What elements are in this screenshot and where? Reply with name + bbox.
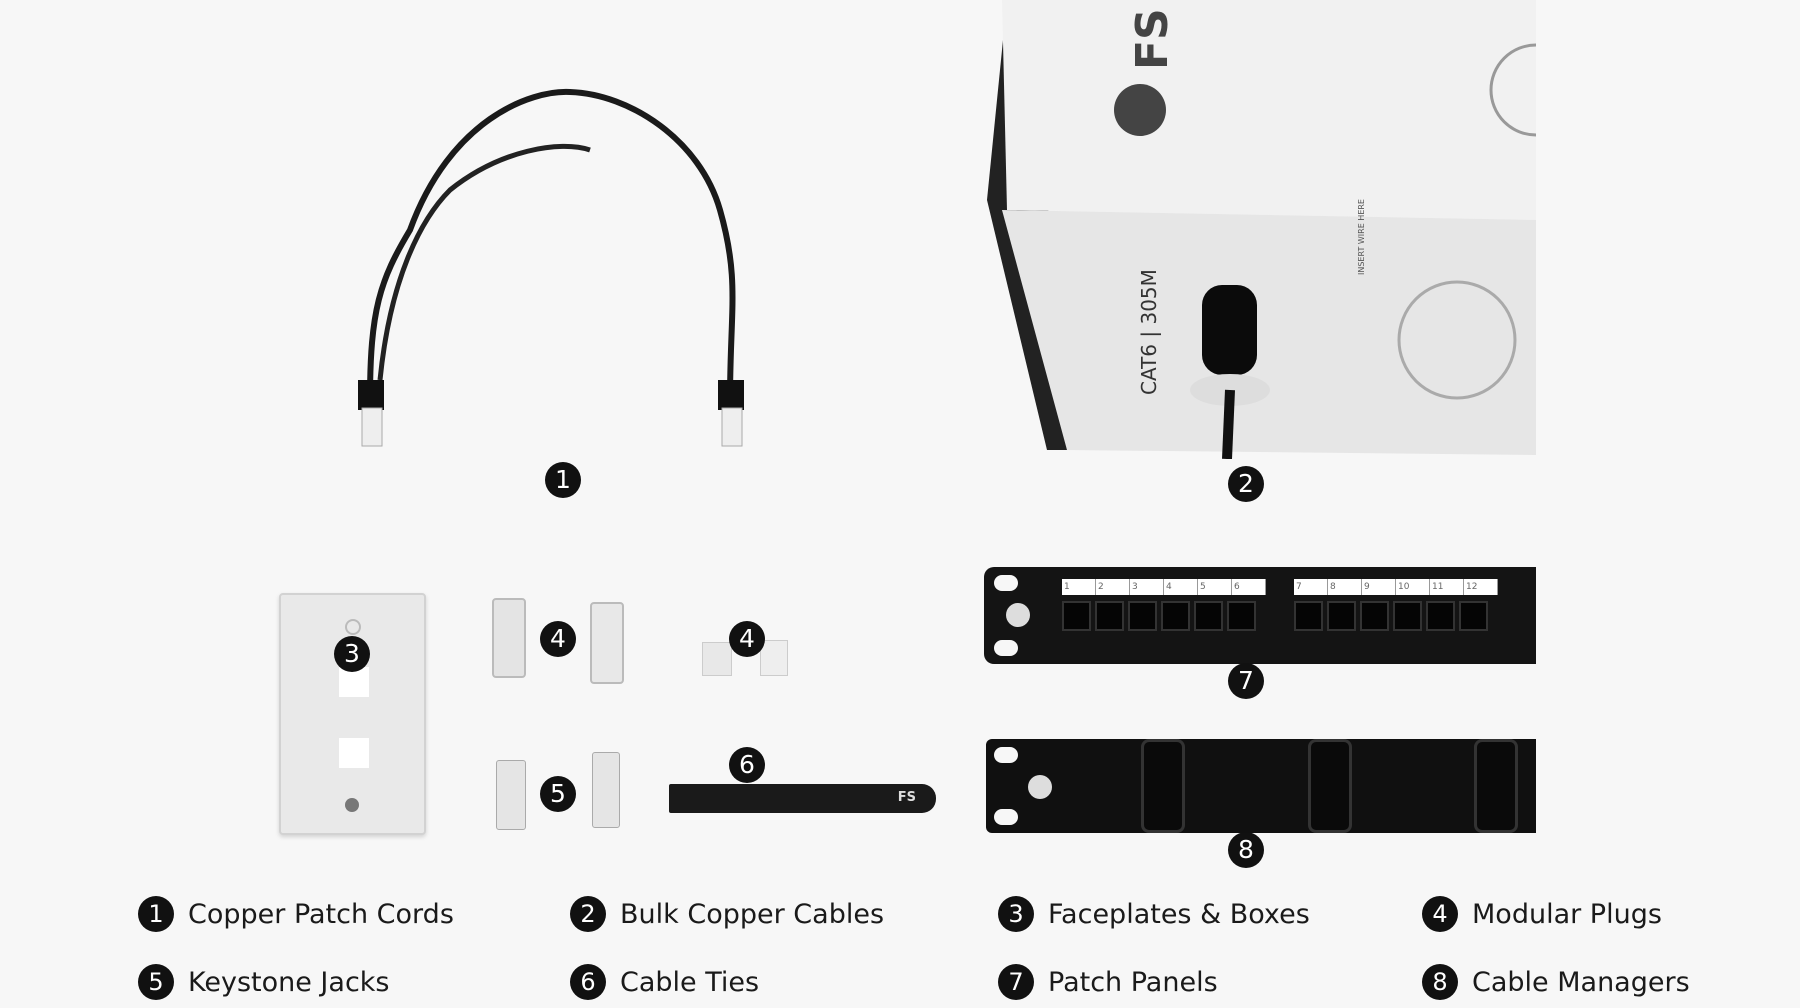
- port-label: 3: [1130, 579, 1164, 595]
- modular-plug-image: [590, 602, 624, 684]
- port-label: 9: [1362, 579, 1396, 595]
- cable-manager-image: [986, 739, 1536, 833]
- box-note: INSERT WIRE HERE: [1357, 199, 1366, 275]
- badge-2: 2: [1228, 466, 1264, 502]
- legend-label: Copper Patch Cords: [188, 898, 454, 930]
- legend-number: 5: [138, 964, 174, 1000]
- legend-item-modular-plugs: 4 Modular Plugs: [1422, 896, 1662, 932]
- port-label: 1: [1062, 579, 1096, 595]
- port-label: 11: [1430, 579, 1464, 595]
- copper-patch-cord-image: [358, 88, 744, 447]
- legend-item-keystone-jacks: 5 Keystone Jacks: [138, 964, 390, 1000]
- badge-6: 6: [729, 747, 765, 783]
- legend-item-faceplates-boxes: 3 Faceplates & Boxes: [998, 896, 1310, 932]
- legend-label: Cable Managers: [1472, 966, 1690, 998]
- legend-number: 7: [998, 964, 1034, 1000]
- modular-plug-image: [492, 598, 526, 678]
- legend-item-cable-managers: 8 Cable Managers: [1422, 964, 1690, 1000]
- port-label: 12: [1464, 579, 1498, 595]
- legend-item-patch-panels: 7 Patch Panels: [998, 964, 1218, 1000]
- legend-label: Keystone Jacks: [188, 966, 390, 998]
- port-label: 8: [1328, 579, 1362, 595]
- legend-item-bulk-copper-cables: 2 Bulk Copper Cables: [570, 896, 884, 932]
- legend-number: 6: [570, 964, 606, 1000]
- badge-4b: 4: [729, 621, 765, 657]
- keystone-jack-image: [496, 760, 526, 830]
- box-brand: FS: [1127, 8, 1178, 70]
- badge-8: 8: [1228, 832, 1264, 868]
- legend-label: Modular Plugs: [1472, 898, 1662, 930]
- legend-label: Bulk Copper Cables: [620, 898, 885, 930]
- port-label: 7: [1294, 579, 1328, 595]
- legend-number: 1: [138, 896, 174, 932]
- legend-label: Patch Panels: [1048, 966, 1218, 998]
- port-label: 10: [1396, 579, 1430, 595]
- cable-tie-image: FS: [669, 784, 936, 813]
- port-label: 2: [1096, 579, 1130, 595]
- badge-7: 7: [1228, 663, 1264, 699]
- legend-number: 8: [1422, 964, 1458, 1000]
- legend-label: Faceplates & Boxes: [1048, 898, 1310, 930]
- badge-1: 1: [545, 462, 581, 498]
- badge-4: 4: [540, 621, 576, 657]
- faceplate-image: [279, 593, 426, 835]
- legend-number: 4: [1422, 896, 1458, 932]
- port-label: 6: [1232, 579, 1266, 595]
- cable-tie-brand: FS: [897, 790, 916, 805]
- port-label: 5: [1198, 579, 1232, 595]
- badge-3: 3: [334, 636, 370, 672]
- badge-5: 5: [540, 776, 576, 812]
- legend-item-copper-patch-cords: 1 Copper Patch Cords: [138, 896, 454, 932]
- patch-panel-image: 1 2 3 4 5 6 7 8 9 10 11 12: [984, 567, 1536, 664]
- modular-plug-image: [702, 642, 732, 676]
- modular-plug-image: [760, 640, 788, 676]
- legend-number: 3: [998, 896, 1034, 932]
- port-label: 4: [1164, 579, 1198, 595]
- legend-item-cable-ties: 6 Cable Ties: [570, 964, 759, 1000]
- legend-label: Cable Ties: [620, 966, 760, 998]
- box-spec: CAT6 | 305M: [1137, 269, 1161, 395]
- legend-number: 2: [570, 896, 606, 932]
- keystone-jack-image: [592, 752, 620, 828]
- bulk-cable-box-image: FS CAT6 | 305M INSERT WIRE HERE: [987, 0, 1583, 460]
